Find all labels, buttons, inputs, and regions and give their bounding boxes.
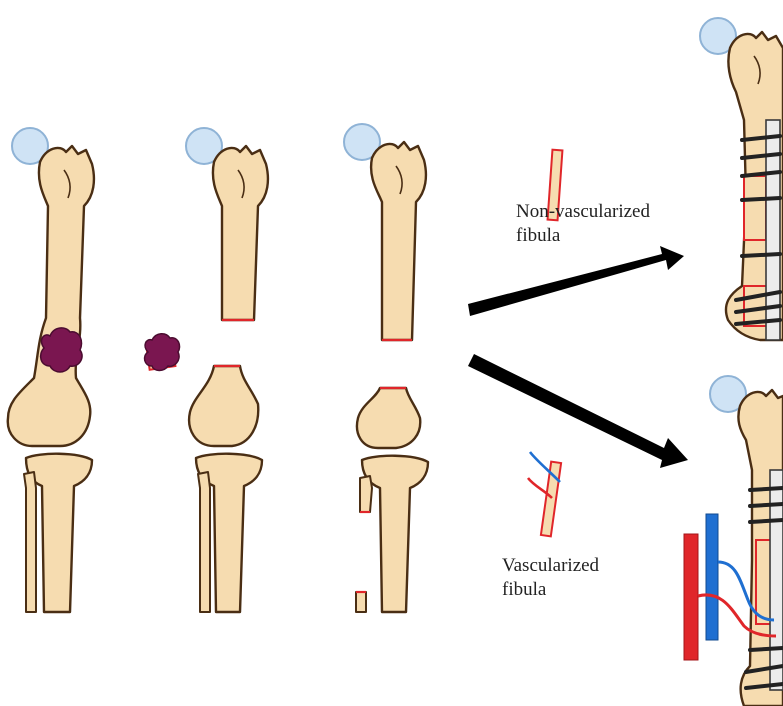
screw [750,520,783,522]
screw [742,198,780,200]
fibula-graft [744,176,766,240]
label-line-1: Vascularized [502,554,599,578]
arrow-vascularized [468,354,688,468]
stage-3-fibula-harvest [344,124,428,612]
screw [750,504,783,506]
distal-femur [189,366,258,446]
stage-1-femur-with-tumor [8,128,94,612]
stage-2-resection [145,128,268,612]
tumor [145,334,180,371]
fibula-distal-remnant [356,592,366,612]
recipient-artery [684,534,698,660]
screw [750,648,783,650]
screw [742,254,780,256]
screw [750,488,783,490]
recipient-vein [706,514,718,640]
label-line-2: fibula [502,578,599,602]
proximal-femur [213,146,268,320]
arrow-non-vascularized [468,246,684,316]
tibia [362,456,428,612]
label-line-1: Non-vascularized [516,200,650,224]
fibula-proximal-remnant [360,476,372,512]
fibula [198,472,210,612]
vascularized-graft [528,452,561,536]
label-line-2: fibula [516,224,650,248]
non-vascularized-label: Non-vascularized fibula [516,200,650,248]
fibula [24,472,36,612]
result-vascularized [684,376,783,706]
femur-shaft [8,146,94,446]
distal-femur [357,388,420,448]
tumor [41,328,82,372]
proximal-femur [371,142,426,340]
vascularized-label: Vascularized fibula [502,554,599,602]
result-non-vascularized [700,18,783,340]
